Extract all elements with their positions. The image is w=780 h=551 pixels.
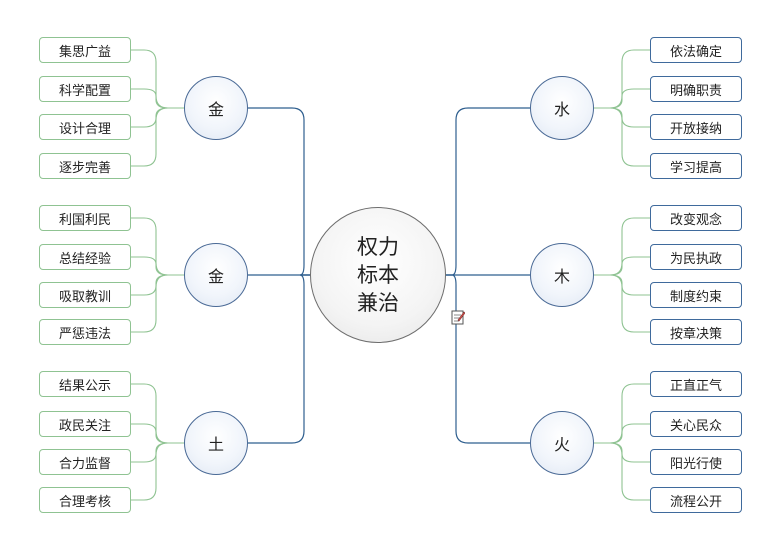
leaf-node[interactable]: 科学配置: [39, 76, 131, 102]
leaf-label: 总结经验: [58, 251, 111, 267]
hub-label: 土: [207, 435, 224, 454]
leaf-node[interactable]: 学习提高: [650, 153, 742, 179]
trunk-right-bottom: [446, 274, 530, 444]
leaf-label: 按章决策: [669, 326, 722, 342]
leaf-node[interactable]: 吸取教训: [39, 282, 131, 308]
leaf-label: 吸取教训: [58, 289, 111, 305]
hub-left-top[interactable]: 金: [184, 76, 248, 140]
leaf-label: 政民关注: [58, 418, 111, 434]
leaf-node[interactable]: 合理考核: [39, 487, 131, 513]
leaf-label: 利国利民: [58, 212, 111, 228]
leaf-label: 明确职责: [669, 83, 722, 99]
leaf-label: 阳光行使: [669, 456, 722, 472]
leaf-node[interactable]: 为民执政: [650, 244, 742, 270]
leaf-node[interactable]: 制度约束: [650, 282, 742, 308]
trunk-left-top: [248, 107, 310, 276]
leaf-node[interactable]: 明确职责: [650, 76, 742, 102]
leaf-label: 制度约束: [669, 289, 722, 305]
hub-label: 金: [207, 100, 224, 119]
note-icon[interactable]: [451, 309, 465, 325]
leaf-node[interactable]: 集思广益: [39, 37, 131, 63]
leaf-label: 集思广益: [58, 44, 111, 60]
hub-label: 水: [553, 100, 570, 119]
leaf-node[interactable]: 关心民众: [650, 411, 742, 437]
hub-label: 火: [553, 435, 570, 454]
hub-left-mid[interactable]: 金: [184, 243, 248, 307]
hub-left-bottom[interactable]: 土: [184, 411, 248, 475]
leaf-node[interactable]: 严惩违法: [39, 319, 131, 345]
trunk-left-bottom: [248, 274, 310, 444]
leaf-label: 正直正气: [669, 378, 722, 394]
leaf-node[interactable]: 依法确定: [650, 37, 742, 63]
leaf-label: 流程公开: [669, 494, 722, 510]
leaf-node[interactable]: 利国利民: [39, 205, 131, 231]
leaf-node[interactable]: 按章决策: [650, 319, 742, 345]
leaf-node[interactable]: 逐步完善: [39, 153, 131, 179]
central-topic-label: 权力 标本 兼治: [357, 235, 399, 315]
leaf-node[interactable]: 总结经验: [39, 244, 131, 270]
leaf-label: 关心民众: [669, 418, 722, 434]
leaf-node[interactable]: 开放接纳: [650, 114, 742, 140]
central-topic[interactable]: 权力 标本 兼治: [310, 207, 446, 343]
hub-label: 金: [207, 267, 224, 286]
hub-label: 木: [553, 267, 570, 286]
leaf-node[interactable]: 阳光行使: [650, 449, 742, 475]
leaf-label: 开放接纳: [669, 121, 722, 137]
leaf-node[interactable]: 政民关注: [39, 411, 131, 437]
leaf-label: 科学配置: [58, 83, 111, 99]
leaf-node[interactable]: 流程公开: [650, 487, 742, 513]
trunk-right-top: [446, 107, 530, 276]
leaf-node[interactable]: 结果公示: [39, 371, 131, 397]
hub-right-mid[interactable]: 木: [530, 243, 594, 307]
leaf-label: 学习提高: [669, 160, 722, 176]
leaf-node[interactable]: 正直正气: [650, 371, 742, 397]
leaf-node[interactable]: 改变观念: [650, 205, 742, 231]
leaf-label: 严惩违法: [58, 326, 111, 342]
leaf-node[interactable]: 设计合理: [39, 114, 131, 140]
leaf-label: 设计合理: [58, 121, 111, 137]
leaf-label: 合理考核: [58, 494, 111, 510]
hub-right-top[interactable]: 水: [530, 76, 594, 140]
leaf-label: 改变观念: [669, 212, 722, 228]
leaf-label: 合力监督: [58, 456, 111, 472]
leaf-label: 依法确定: [669, 44, 722, 60]
leaf-label: 为民执政: [669, 251, 722, 267]
leaf-label: 逐步完善: [58, 160, 111, 176]
leaf-label: 结果公示: [58, 378, 111, 394]
leaf-node[interactable]: 合力监督: [39, 449, 131, 475]
hub-right-bottom[interactable]: 火: [530, 411, 594, 475]
